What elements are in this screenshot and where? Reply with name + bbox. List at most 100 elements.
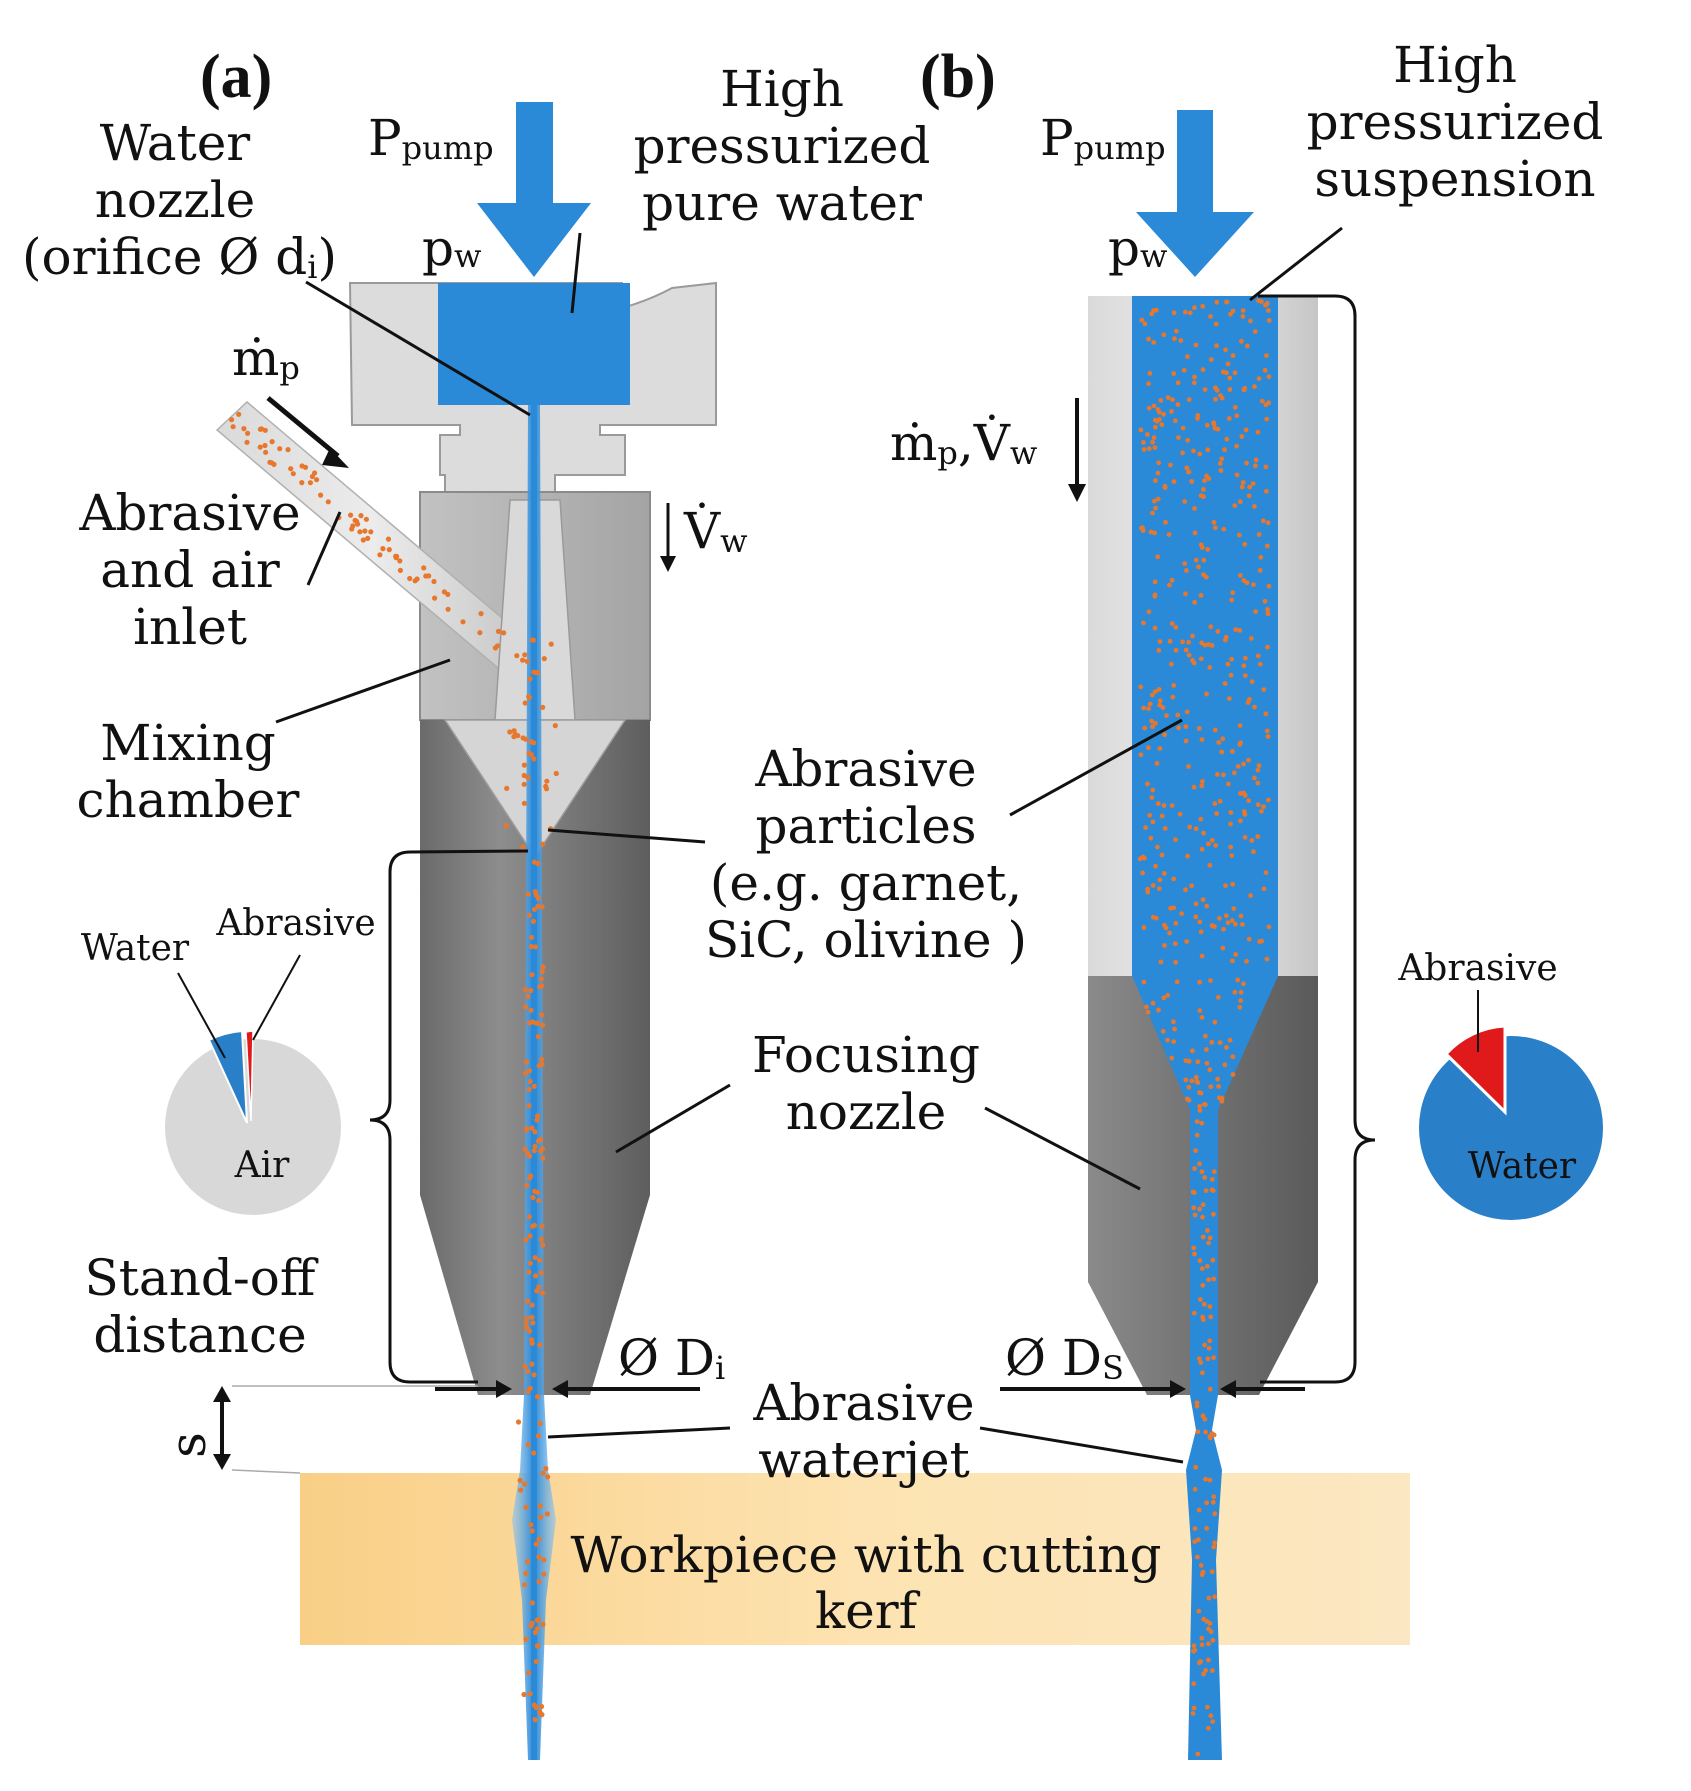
abrasive-particle [1157,639,1163,644]
abrasive-particle [523,1320,529,1326]
abrasive-particle [1253,463,1258,469]
abrasive-particle [503,823,509,829]
abrasive-particle [1202,642,1208,648]
abrasive-particle [1141,925,1147,930]
abrasive-particle [1209,923,1215,928]
abrasive-particle [531,1450,537,1456]
abrasive-particle [507,729,513,735]
abrasive-particle [1184,709,1190,715]
abrasive-particle [545,1474,551,1480]
abrasive-particle [1150,787,1156,793]
abrasive-particle [536,1284,542,1290]
abrasive-particle [544,778,550,784]
abrasive-particle [1169,409,1174,414]
abrasive-particle [1217,1040,1223,1045]
abrasive-particle [539,1223,545,1229]
abrasive-particle [1204,422,1210,428]
abrasive-particle [540,841,546,847]
abrasive-particle [1197,1258,1203,1264]
abrasive-particle [1155,470,1161,476]
abrasive-particle [1253,609,1258,614]
pump-arrow-a [477,102,591,277]
focusing-nozzle-label-1: Focusing [752,1026,980,1084]
abrasive-particle [394,553,400,559]
abrasive-particle [1167,582,1172,588]
abrasive-particle [1168,661,1174,667]
abrasive-particle [1163,519,1168,525]
abrasive-particle [269,439,275,445]
abrasive-particle [520,844,526,850]
abrasive-particle [1171,905,1177,911]
abrasive-particle [1252,384,1257,389]
abrasive-particle [540,1621,546,1627]
waterjet-label-2: waterjet [758,1431,969,1489]
abrasive-particle [1150,883,1156,888]
abrasive-particle [290,471,296,477]
abrasive-particle [1228,311,1233,317]
abrasive-particle [1199,737,1205,742]
abrasive-particle [526,1269,532,1275]
particles-label-2: particles [755,797,976,855]
abrasive-particle [1191,1681,1197,1687]
abrasive-particle [1241,663,1247,669]
abrasive-particle [1266,318,1272,323]
abrasive-particle [526,912,533,918]
abrasive-particle [1205,547,1211,552]
abrasive-particle [1252,704,1257,710]
abrasive-particle [1232,989,1238,995]
abrasive-particle [1207,665,1213,670]
panel-b-label: (b) [920,43,996,111]
abrasive-particle [1228,672,1234,678]
abrasive-particle [1146,381,1151,387]
abrasive-particle [245,430,251,436]
abrasive-particle [1180,425,1186,431]
abrasive-particle [1183,1077,1189,1083]
abrasive-particle [529,637,535,643]
abrasive-particle [1210,1177,1215,1182]
di-arrowhead-left [496,1380,512,1398]
abrasive-particle [521,800,528,806]
abrasive-particle [1218,393,1223,398]
abrasive-particle [1232,370,1238,376]
abrasive-particle [539,1290,546,1296]
abrasive-particle [1209,837,1215,843]
abrasive-particle [1137,856,1143,862]
abrasive-particle [1141,440,1146,445]
abrasive-particle [1214,343,1219,349]
abrasive-particle [1265,611,1271,617]
abrasive-particle [514,653,520,659]
abrasive-particle [528,1007,534,1013]
abrasive-particle [1169,1055,1175,1061]
abrasive-particle [1225,661,1231,667]
abrasive-particle [521,762,528,768]
abrasive-particle [1223,913,1229,919]
abrasive-particle [1169,577,1175,583]
pump-arrow-b [1136,110,1254,277]
abrasive-particle [1228,844,1234,850]
abrasive-particle [1191,1190,1197,1196]
abrasive-particle [1144,1004,1149,1010]
abrasive-particle [1218,468,1224,473]
abrasive-particle [1192,374,1197,380]
abrasive-particle [312,470,318,476]
abrasive-particle [1238,998,1244,1003]
abrasive-particle [1148,529,1154,535]
abrasive-particle [1207,1235,1213,1241]
abrasive-particle [1199,1169,1205,1175]
mp-arrow-a [266,396,340,458]
pie-a-water-slice [207,1029,248,1124]
abrasive-particle [1186,1084,1192,1090]
abrasive-particle [1206,1240,1211,1246]
abrasive-particle [426,573,432,579]
abrasive-particle [1244,580,1250,586]
abrasive-particle [1266,308,1271,313]
abrasive-particle [528,1173,534,1179]
abrasive-particle [1229,597,1235,603]
abrasive-particle [1241,761,1246,767]
abrasive-particle [522,700,528,706]
abrasive-particle [533,1273,539,1279]
abrasive-particle [535,1394,541,1400]
abrasive-particle [1255,834,1261,839]
abrasive-particle [360,537,366,543]
abrasive-particle [1146,446,1152,451]
